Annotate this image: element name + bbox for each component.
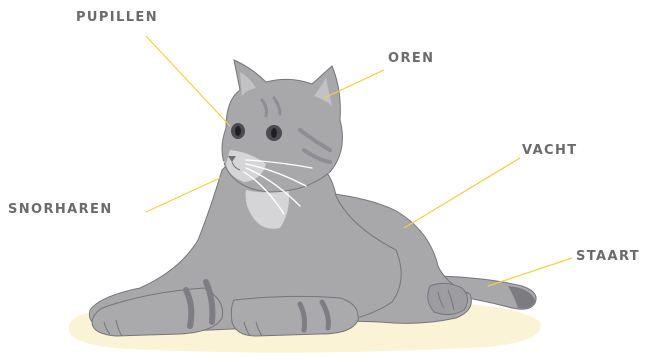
cat-hind-paw [427,282,468,316]
fur-stripe [203,279,216,325]
fur-stripe [302,148,332,164]
fur-stripe [298,128,332,152]
leader-line-oren [323,69,385,99]
leader-line-snorharen [145,177,221,213]
fur-stripe [260,98,268,118]
ear-inner-right [314,78,332,106]
label-oren: OREN [388,51,435,66]
leader-line-vacht [403,157,521,229]
label-pupillen: PUPILLEN [76,10,158,25]
cat-front-leg-left [91,287,224,337]
fur-stripe [297,301,307,333]
cat-muzzle-light [226,150,266,182]
cat-whiskers [195,159,313,215]
tail-tip [508,286,535,309]
cat-front-leg-right [230,295,359,337]
cat-nose [228,156,236,162]
label-snorharen: SNORHAREN [8,202,113,217]
label-staart: STAART [576,249,641,264]
ear-inner-left [240,72,256,96]
fur-stripe [319,299,331,331]
leader-lines [145,35,573,287]
leader-line-staart [487,257,573,287]
cat-chest-light [245,186,289,229]
cat-tail [439,275,537,310]
fur-stripe [183,287,195,329]
fur-stripe [272,96,282,116]
leader-line-pupillen [145,35,231,127]
label-vacht: VACHT [522,143,578,158]
